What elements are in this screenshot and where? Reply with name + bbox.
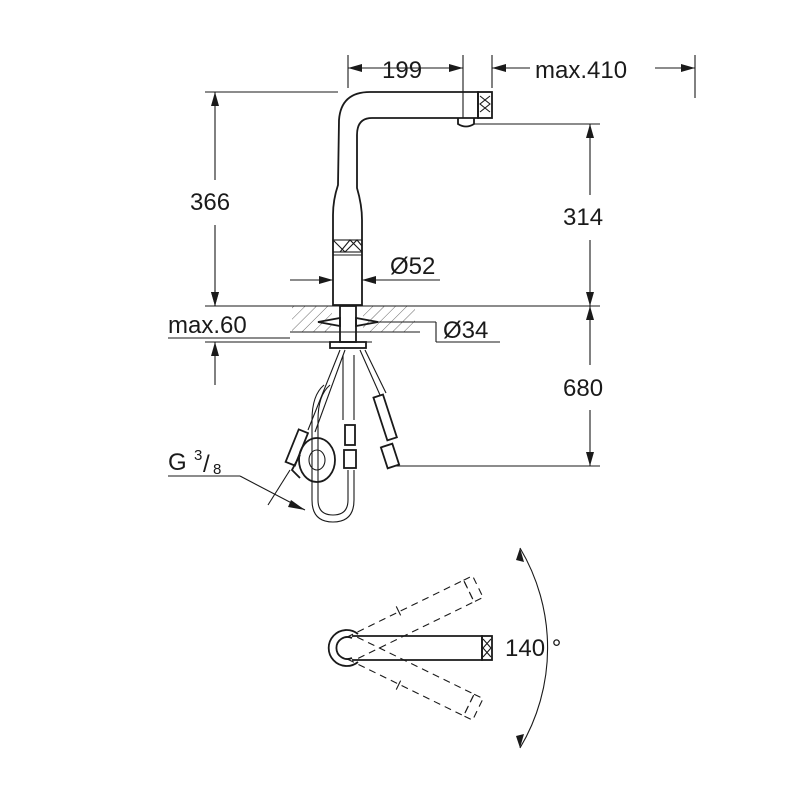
dim-max-deck-thickness: max.60 bbox=[168, 312, 247, 339]
svg-text:/: / bbox=[203, 451, 210, 478]
spray-head bbox=[477, 91, 493, 119]
supply-hoses bbox=[284, 349, 401, 523]
faucet-top-view bbox=[327, 547, 549, 749]
dim-hole-diameter: Ø34 bbox=[443, 317, 488, 344]
countertop-hatch-right bbox=[363, 306, 415, 332]
hose-weight bbox=[298, 437, 336, 483]
countertop-hatch-left bbox=[292, 306, 332, 332]
svg-text:3: 3 bbox=[194, 447, 202, 464]
dim-max-reach: max.410 bbox=[535, 57, 627, 84]
mounting-shank bbox=[339, 305, 357, 343]
dim-spout-height: 314 bbox=[563, 204, 603, 231]
faucet-side-view bbox=[284, 91, 493, 523]
dim-body-diameter: Ø52 bbox=[390, 253, 435, 280]
dim-spout-reach: 199 bbox=[382, 57, 422, 84]
swivel-upper-position bbox=[346, 575, 484, 660]
svg-text:G: G bbox=[168, 449, 187, 476]
base-ring bbox=[327, 629, 359, 667]
spout-outlet bbox=[457, 118, 475, 128]
swivel-lower-position bbox=[346, 636, 484, 721]
dimension-lines bbox=[168, 55, 696, 511]
dim-total-height: 366 bbox=[190, 189, 230, 216]
swivel-arc bbox=[519, 547, 549, 749]
dim-connection-thread: G 3 / 8 bbox=[168, 447, 221, 478]
dim-hose-length: 680 bbox=[563, 375, 603, 402]
svg-text:8: 8 bbox=[213, 461, 221, 478]
dim-swivel-angle: 140 ° bbox=[505, 635, 561, 662]
